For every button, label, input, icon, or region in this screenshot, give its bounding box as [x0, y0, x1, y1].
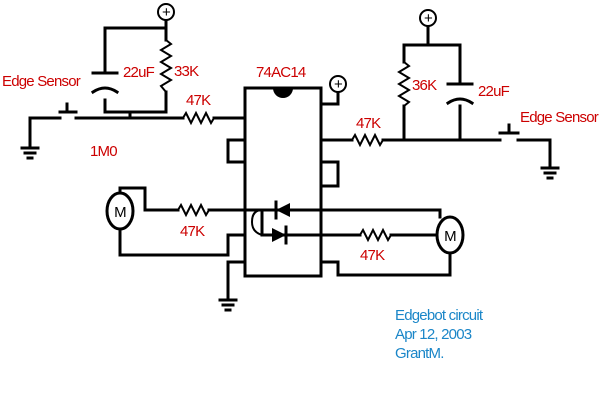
motor-right: M [435, 215, 465, 255]
supply-plus-chip: + [329, 75, 347, 93]
ground-symbol-left [20, 146, 40, 160]
label-1m0: 1M0 [90, 143, 117, 160]
ground-symbol-right [540, 166, 560, 180]
label-47k-bottom-left: 47K [180, 223, 205, 240]
resistor-33k [159, 39, 173, 93]
caption-title: Edgebot circuit [395, 307, 484, 324]
motor-left: M [105, 191, 135, 231]
label-cap-right: 22uF [478, 83, 510, 100]
label-36k: 36K [412, 77, 437, 94]
resistor-47k-bottom-right [359, 227, 392, 243]
label-chip: 74AC14 [256, 64, 306, 81]
edge-sensor-switch-right [498, 123, 552, 170]
resistor-47k-bottom-left [177, 202, 210, 218]
caption-date: Apr 12, 2003 [395, 326, 472, 343]
label-33k: 33K [174, 63, 199, 80]
svg-text:M: M [444, 228, 456, 245]
left-rc-network [103, 20, 168, 114]
caption-author: GrantM. [395, 345, 444, 362]
edge-sensor-switch-left [28, 102, 132, 150]
svg-text:+: + [424, 10, 433, 27]
caption-block: Edgebot circuit Apr 12, 2003 GrantM. [395, 307, 485, 362]
diode-lower [260, 225, 297, 245]
capacitor-22uf-right [445, 82, 475, 106]
svg-text:M: M [114, 204, 126, 221]
label-47k-bottom-right: 47K [360, 247, 385, 264]
chip-74ac14 [243, 86, 323, 278]
resistor-36k [397, 61, 411, 107]
ground-symbol-chip [218, 260, 238, 312]
capacitor-22uf-left [90, 71, 120, 95]
label-edge-sensor-right: Edge Sensor [520, 109, 599, 126]
right-rc-network [402, 26, 462, 142]
supply-plus-left: + [157, 3, 175, 21]
label-47k-top-left: 47K [186, 92, 211, 109]
supply-plus-right: + [419, 9, 437, 27]
label-47k-right: 47K [356, 115, 381, 132]
diode-upper [260, 200, 297, 220]
svg-text:+: + [162, 4, 171, 21]
resistor-47k-right [351, 132, 384, 148]
resistor-47k-top-left [182, 110, 215, 126]
label-edge-sensor-left: Edge Sensor [2, 73, 81, 90]
label-cap-left: 22uF [123, 64, 155, 81]
svg-text:+: + [334, 76, 343, 93]
